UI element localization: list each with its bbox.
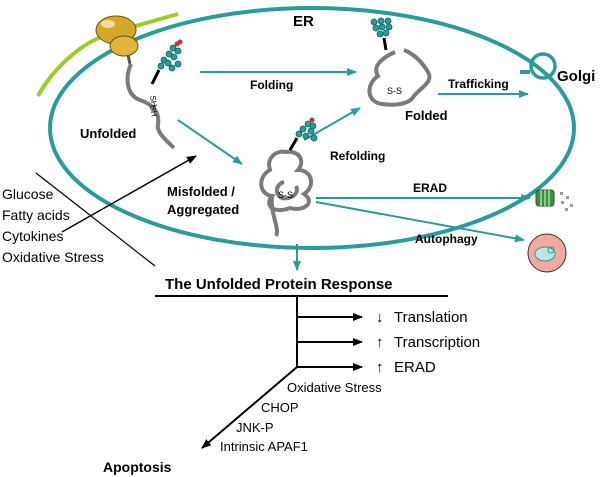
stressor-arrow <box>61 155 197 233</box>
mediator-jnk-p: JNK-P <box>236 420 274 435</box>
translation-direction-icon: ↓ <box>376 309 384 326</box>
autophagy-arrow <box>315 201 525 243</box>
stressor-fatty-acids: Fatty acids <box>2 207 70 223</box>
output-erad: ERAD <box>394 359 436 376</box>
output-transcription: Transcription <box>394 334 480 351</box>
misfolded-disulfide: S-S <box>278 190 293 200</box>
stressor-oxidative-stress: Oxidative Stress <box>2 249 104 265</box>
translocon-stem <box>126 54 132 65</box>
unfolded-protein-chain <box>125 63 176 150</box>
ribosome-icon <box>95 15 139 57</box>
glycan-icon-folded <box>370 17 393 51</box>
stressor-bracket-line <box>35 172 156 267</box>
transcription-direction-icon: ↑ <box>376 334 384 351</box>
golgi-label: Golgi <box>557 68 595 85</box>
er-membrane <box>48 6 576 250</box>
golgi-vesicle <box>529 52 557 80</box>
proteasome-icon <box>535 189 573 211</box>
folded-protein-chain <box>367 48 432 107</box>
output-translation: Translation <box>394 309 468 326</box>
folding-label: Folding <box>250 78 293 92</box>
misfolded-label-line2: Aggregated <box>167 202 239 217</box>
thiol-group-bottom: SH <box>148 105 159 118</box>
mediator-intrinsic-apaf1: Intrinsic APAF1 <box>220 439 308 454</box>
mediator-chop: CHOP <box>261 400 299 415</box>
misfolded-label-line1: Misfolded / <box>167 184 235 199</box>
autophagy-label: Autophagy <box>415 232 478 246</box>
apoptosis-label: Apoptosis <box>103 459 172 475</box>
glycan-icon-misfolded <box>288 117 318 151</box>
stressor-cytokines: Cytokines <box>2 228 63 244</box>
misfolded-protein-chain <box>259 149 314 213</box>
unfolded-label: Unfolded <box>80 126 136 141</box>
apoptosis-arrow <box>201 366 298 449</box>
erad-label: ERAD <box>413 181 447 195</box>
upr-title: The Unfolded Protein Response <box>165 276 393 293</box>
stressor-glucose: Glucose <box>2 186 54 202</box>
thiol-group-top: SH <box>148 95 159 108</box>
folded-label: Folded <box>405 108 448 123</box>
misfolded-protein-tail <box>269 195 279 237</box>
trafficking-label: Trafficking <box>448 77 509 91</box>
er-label: ER <box>293 13 314 30</box>
refolding-label: Refolding <box>330 149 385 163</box>
folded-disulfide: S-S <box>387 86 402 96</box>
erad-output-direction-icon: ↑ <box>376 359 384 376</box>
misfolding-arrow <box>177 119 243 165</box>
mediator-oxidative-stress: Oxidative Stress <box>287 380 382 395</box>
autophagosome-icon <box>527 233 567 273</box>
glycan-icon-unfolded <box>150 39 183 85</box>
